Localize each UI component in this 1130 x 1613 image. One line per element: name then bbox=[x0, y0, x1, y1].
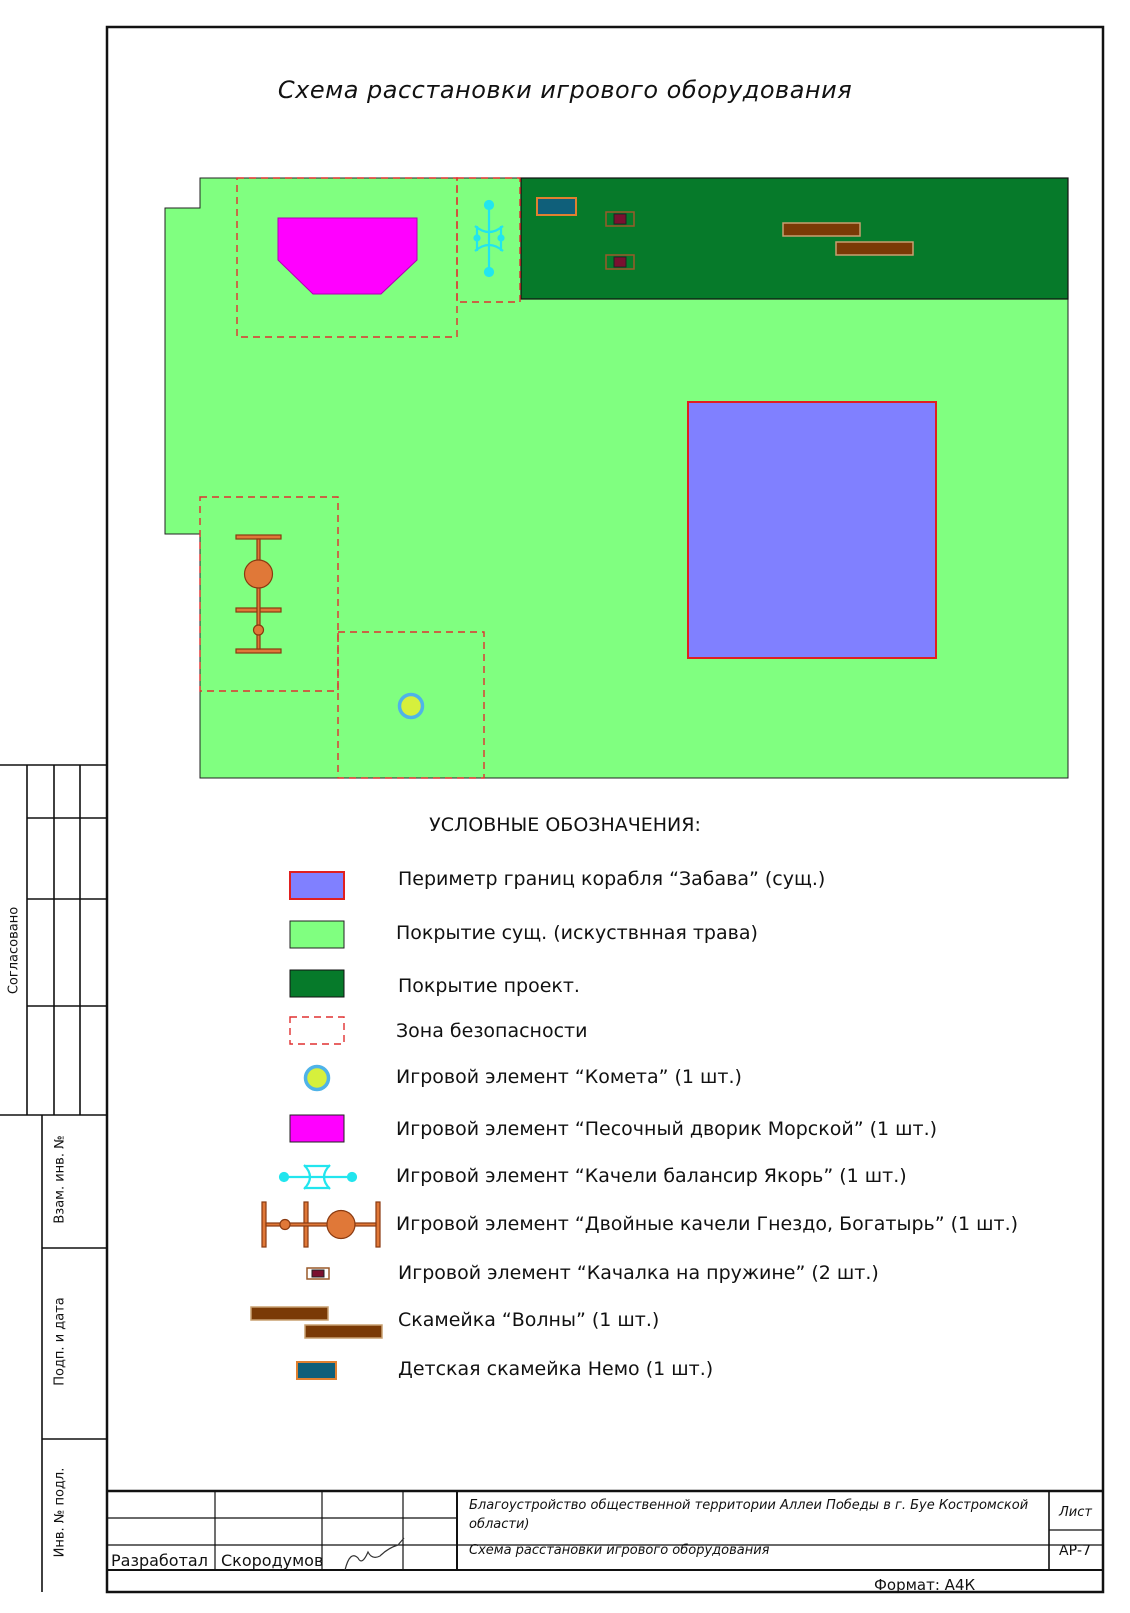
sandbox-icon bbox=[289, 1114, 345, 1143]
side-strip bbox=[0, 764, 107, 1592]
developer-name: Скородумов bbox=[221, 1551, 324, 1570]
double-swing-element bbox=[235, 534, 282, 654]
sandbox-element bbox=[277, 217, 418, 295]
sheet-code: АР-7 bbox=[1059, 1543, 1091, 1559]
title-block-grid bbox=[107, 1489, 1103, 1571]
spring-rocker-icon bbox=[306, 1267, 330, 1280]
safety-zone-balance bbox=[456, 177, 521, 303]
kometa-icon bbox=[303, 1064, 331, 1092]
ship-perimeter bbox=[687, 401, 937, 659]
safety-zone-double-swing bbox=[199, 496, 339, 692]
drawing-title: Схема расстановки игрового оборудования bbox=[277, 76, 853, 104]
side-label-sign-date: Подп. и дата bbox=[52, 1297, 68, 1386]
project-cover-area bbox=[520, 177, 1069, 300]
legend-item-project-cover: Покрытие проект. bbox=[398, 975, 580, 997]
signature bbox=[344, 1537, 405, 1571]
kometa-element bbox=[397, 692, 425, 720]
sheet-frame bbox=[105, 25, 1105, 1594]
bench-waves-icon bbox=[250, 1306, 383, 1339]
safety-zone-sandbox bbox=[236, 177, 458, 338]
legend-item-spring-rocker: Игровой элемент “Качалка на пружине” (2 … bbox=[398, 1262, 879, 1284]
balance-swing-element bbox=[473, 199, 505, 278]
format-label: Формат: А4К bbox=[874, 1576, 976, 1594]
legend-item-bench-waves: Скамейка “Волны” (1 шт.) bbox=[398, 1309, 660, 1331]
legend-item-sandbox: Игровой элемент “Песочный дворик Морской… bbox=[396, 1118, 938, 1140]
legend-item-existing-grass: Покрытие сущ. (искуствнная трава) bbox=[396, 922, 758, 944]
safety-zone-kometa bbox=[337, 631, 485, 779]
project-name-line1: Благоустройство общественной территории … bbox=[469, 1498, 1029, 1513]
project-name-line2: области) bbox=[469, 1517, 530, 1532]
legend-item-kometa: Игровой элемент “Комета” (1 шт.) bbox=[396, 1066, 742, 1088]
balance-swing-icon bbox=[278, 1164, 358, 1190]
bench-waves-element bbox=[782, 222, 914, 256]
legend-item-double-swing: Игровой элемент “Двойные качели Гнездо, … bbox=[396, 1213, 1019, 1235]
existing-grass-icon bbox=[289, 920, 345, 949]
kids-bench-element bbox=[536, 197, 577, 216]
legend-item-ship-perimeter: Периметр границ корабля “Забава” (сущ.) bbox=[398, 868, 826, 890]
side-label-agreed: Согласовано bbox=[6, 906, 22, 995]
site-plan bbox=[164, 177, 1069, 779]
double-swing-icon bbox=[261, 1201, 381, 1248]
legend-icons bbox=[250, 871, 383, 1380]
developed-label: Разработал bbox=[111, 1551, 208, 1570]
project-cover-icon bbox=[289, 969, 345, 998]
legend-item-safety-zone: Зона безопасности bbox=[396, 1020, 588, 1042]
legend-item-balance-swing: Игровой элемент “Качели балансир Якорь” … bbox=[396, 1165, 907, 1187]
safety-zones bbox=[199, 177, 521, 779]
safety-zone-icon bbox=[289, 1016, 345, 1045]
sheet-label: Лист bbox=[1059, 1505, 1092, 1520]
ship-perimeter-icon bbox=[289, 871, 345, 900]
side-label-inv-orig: Инв. № подл. bbox=[52, 1467, 68, 1558]
kids-bench-icon bbox=[296, 1361, 337, 1380]
spring-rockers bbox=[605, 211, 635, 270]
legend-title: УСЛОВНЫЕ ОБОЗНАЧЕНИЯ: bbox=[429, 814, 701, 836]
drawing-name: Схема расстановки игрового оборудования bbox=[469, 1543, 770, 1558]
legend-item-kids-bench: Детская скамейка Немо (1 шт.) bbox=[398, 1358, 714, 1380]
